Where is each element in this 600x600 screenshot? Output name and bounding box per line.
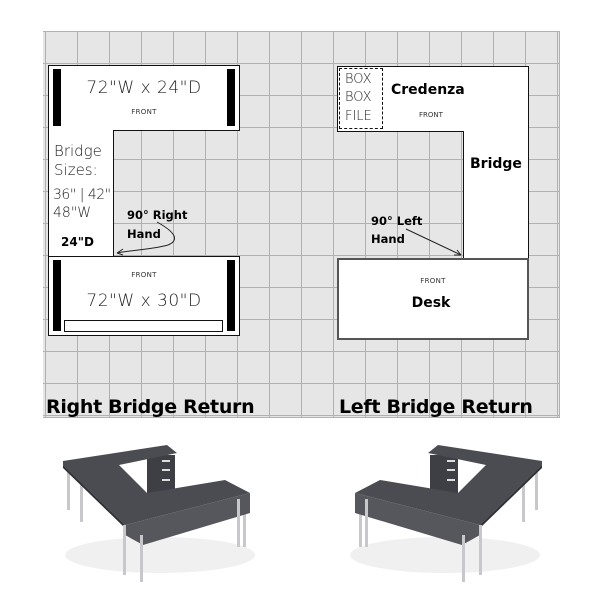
bridge-sizes-line1: 36" | 42" <box>53 187 111 203</box>
bridge-label-line2: Sizes: <box>54 161 98 179</box>
left-end-panel <box>53 260 61 331</box>
credenza-front-label: FRONT <box>419 111 443 119</box>
credenza-label: Credenza <box>391 82 465 98</box>
desk-label: Desk <box>411 295 451 311</box>
left-end-panel <box>53 69 61 126</box>
right-bridge-desk-render <box>63 445 255 582</box>
left-hand-label-line2: Hand <box>371 232 405 246</box>
bottom-desk-size: 72"W x 30"D <box>86 291 202 311</box>
pedestal: BOX BOX FILE <box>339 68 383 129</box>
left-desk: FRONT Desk <box>337 258 529 340</box>
pedestal-drawer-2: BOX <box>345 90 372 105</box>
left-bridge-caption: Left Bridge Return <box>339 396 533 418</box>
pedestal-drawer-3: FILE <box>345 109 372 124</box>
right-bridge: Bridge Sizes: 36" | 42" 48"W 24"D <box>48 130 114 258</box>
right-end-panel <box>227 260 235 331</box>
right-hand-label-line1: 90° Right <box>127 208 188 222</box>
left-bridge: Bridge <box>463 131 529 259</box>
desk-front-label: FRONT <box>420 277 446 285</box>
left-bridge-label: Bridge <box>470 156 522 172</box>
left-hand-label-line1: 90° Left <box>371 214 423 228</box>
right-top-desk: 72"W x 24"D FRONT <box>48 65 240 131</box>
modesty-panel <box>64 320 223 332</box>
pedestal-drawer-1: BOX <box>345 72 372 87</box>
right-bridge-caption: Right Bridge Return <box>46 396 255 418</box>
top-desk-front-label: FRONT <box>131 108 157 116</box>
left-bridge-desk-render <box>350 445 542 582</box>
right-bottom-desk: FRONT 72"W x 30"D <box>48 256 240 336</box>
bridge-depth: 24"D <box>61 235 94 249</box>
top-desk-size: 72"W x 24"D <box>86 78 202 98</box>
bridge-label-line1: Bridge <box>54 142 102 160</box>
left-credenza: BOX BOX FILE Credenza FRONT <box>337 66 529 132</box>
right-end-panel <box>227 69 235 126</box>
bridge-sizes-line2: 48"W <box>53 205 92 221</box>
right-hand-label-line2: Hand <box>127 227 161 241</box>
bottom-desk-front-label: FRONT <box>131 271 157 279</box>
